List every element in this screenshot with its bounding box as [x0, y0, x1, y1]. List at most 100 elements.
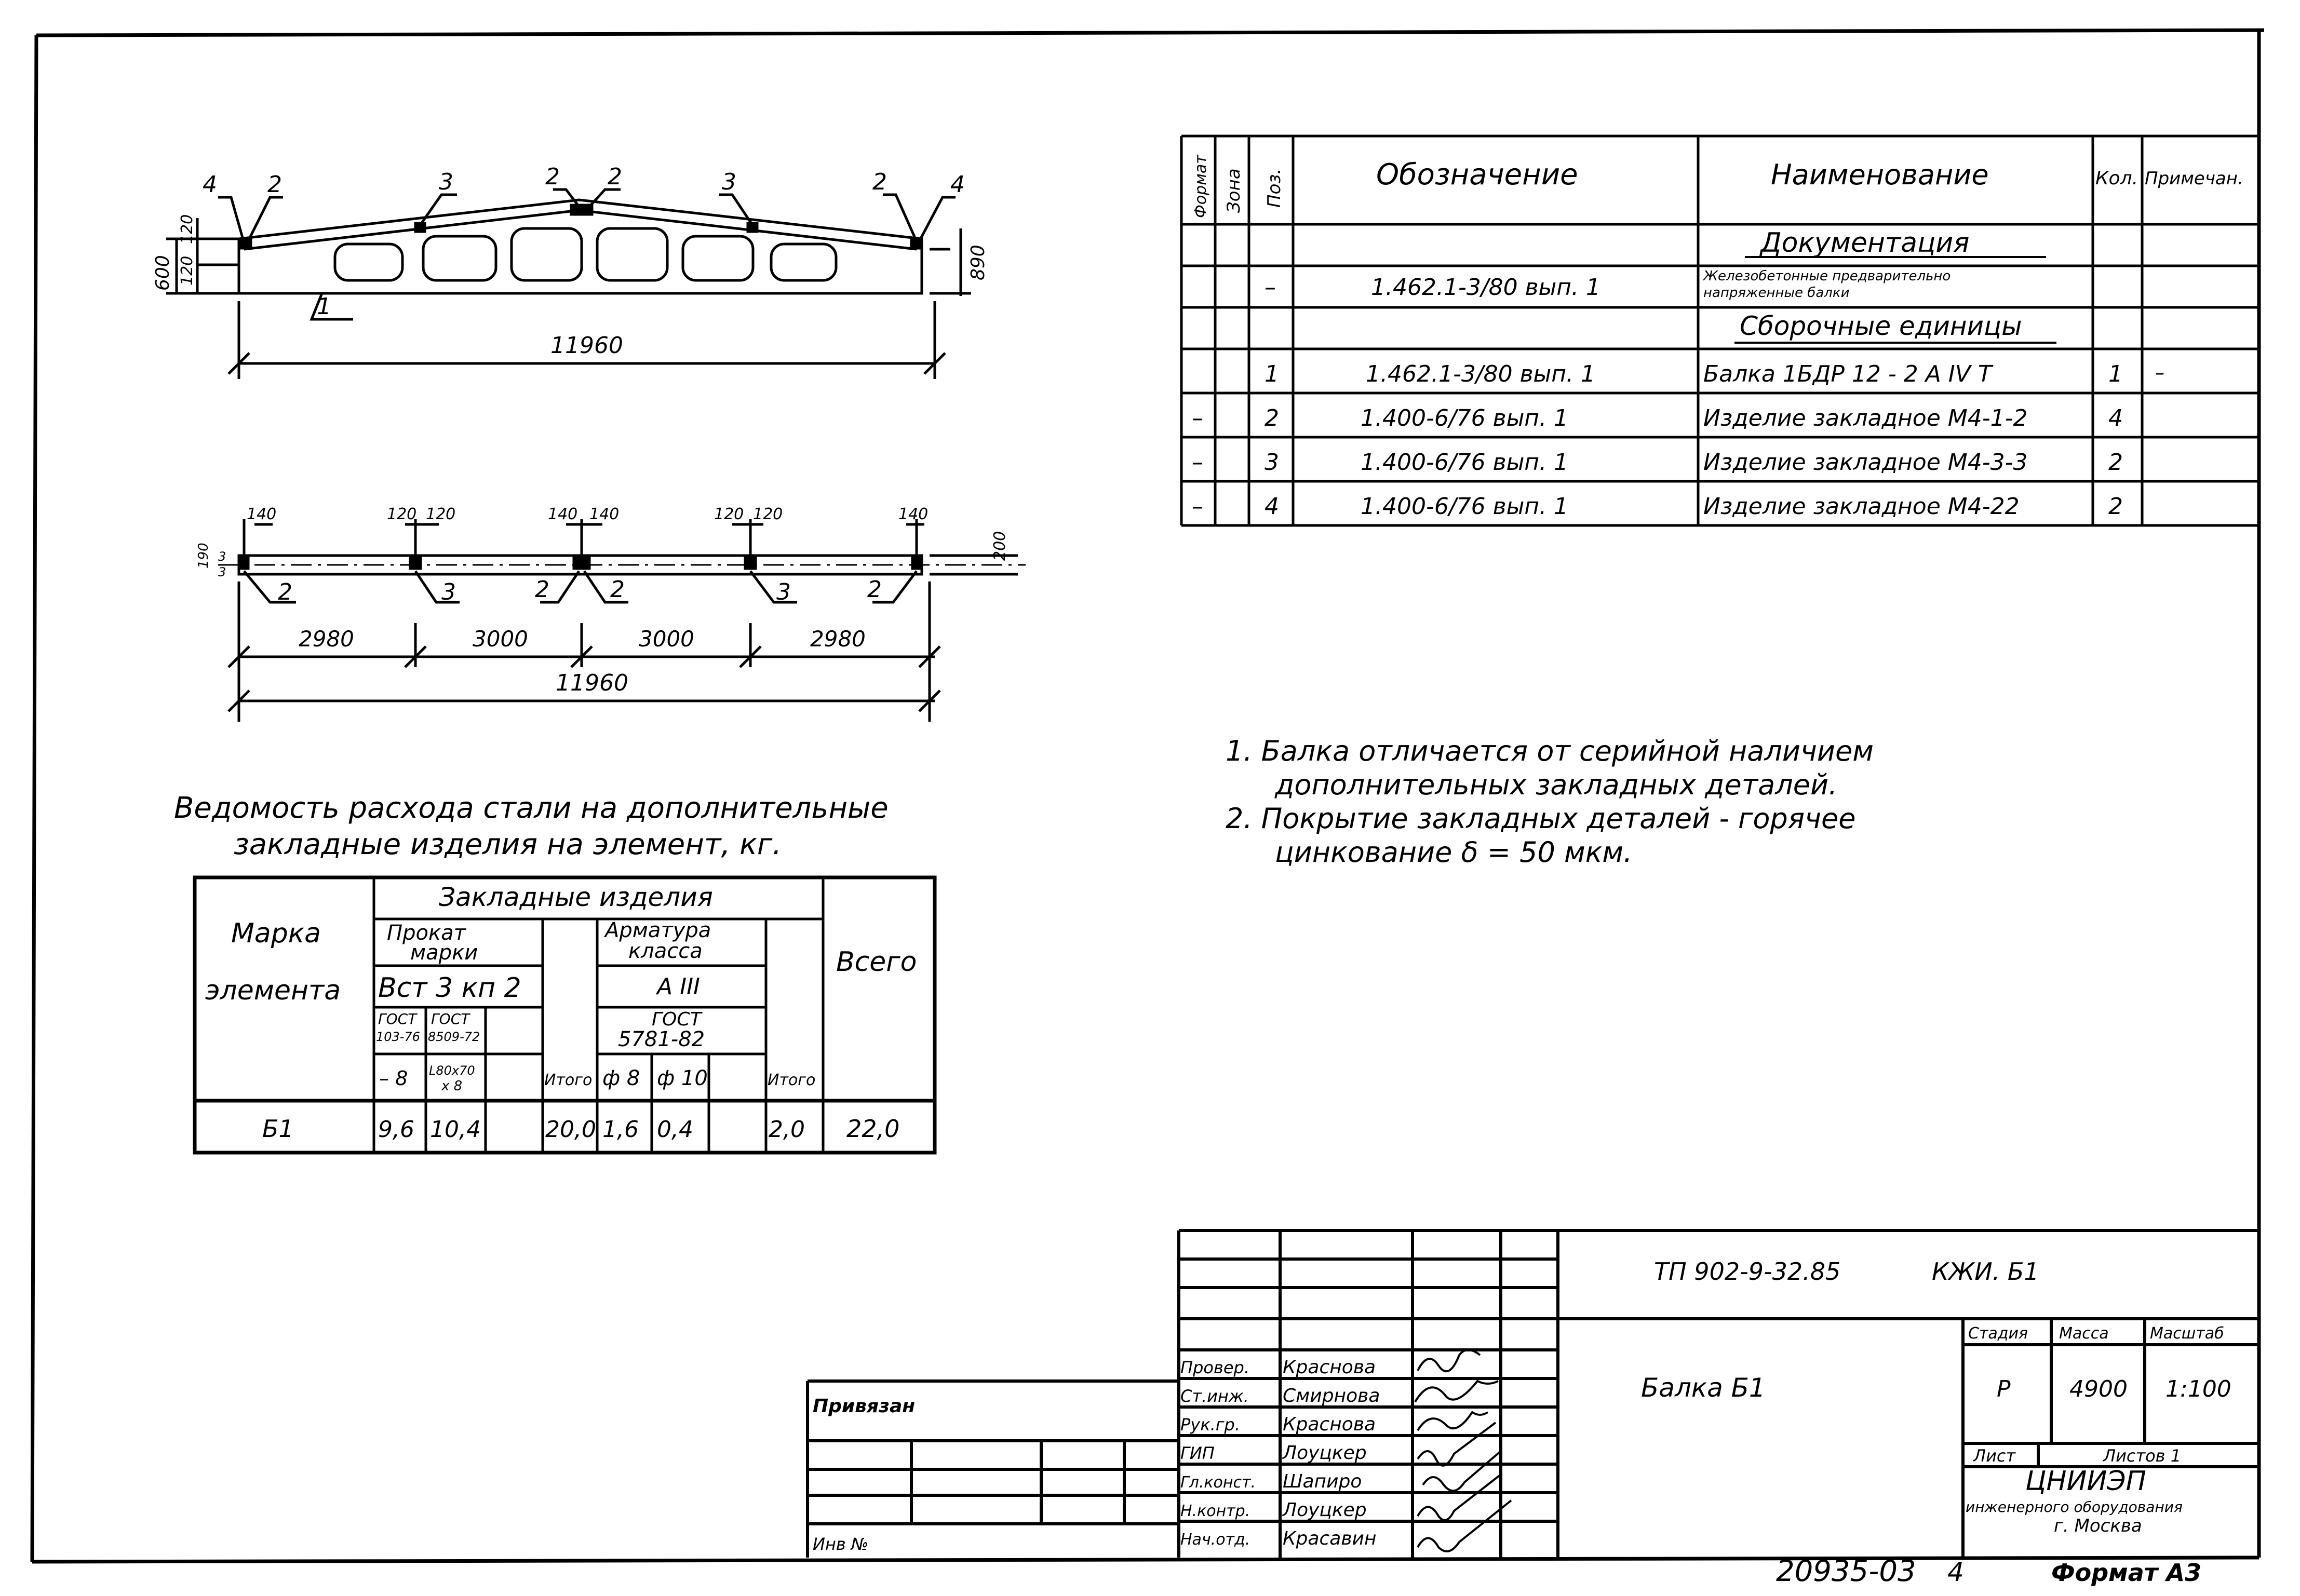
role-label: Н.контр.: [1180, 1502, 1250, 1520]
title-mass: 4900: [2069, 1376, 2128, 1402]
plan-dim: 140: [247, 505, 276, 523]
elevation-labels: 11960 600 120 120 890 4 2 3 2 2 3 2 4 1: [152, 164, 989, 359]
spec-row-designation: 1.462.1-3/80 вып. 1: [1366, 361, 1595, 387]
note-line: дополнительных закладных деталей.: [1274, 768, 1837, 801]
spec-section-doc: Документация: [1759, 227, 1969, 259]
beam-opening: [333, 242, 404, 282]
steel-row-sub1: 20,0: [545, 1116, 596, 1143]
steel-rolled-1: Прокат: [387, 921, 467, 945]
steel-size-b-1: L80х70: [429, 1063, 475, 1078]
plan-labels: 140 120 120 140 140 120 120 140 190 3 3 …: [196, 505, 1009, 696]
steel-subtotal-2: Итого: [768, 1071, 815, 1089]
plan-dim-left: 3: [218, 549, 226, 564]
title-scale: 1:100: [2166, 1376, 2231, 1402]
steel-row-sub2: 2,0: [769, 1116, 805, 1143]
elevation-dim-120-bottom: 120: [178, 256, 196, 286]
steel-title-1: Ведомость расхода стали на дополнительны…: [174, 791, 889, 825]
steel-gost-a-2: 103-76: [376, 1030, 420, 1044]
spec-row-designation: 1.400-6/76 вып. 1: [1361, 405, 1568, 431]
steel-table: [193, 875, 937, 1155]
plan-span: 2980: [299, 626, 354, 652]
spec-table-text: Формат Зона Поз. Обозначение Наименовани…: [1192, 154, 2243, 520]
steel-title-2: закладные изделия на элемент, кг.: [234, 828, 782, 861]
callout: 4: [203, 171, 217, 198]
spec-header-format: Формат: [1192, 154, 1210, 218]
role-name: Лоуцкер: [1282, 1442, 1367, 1464]
spec-header-zone: Зона: [1223, 168, 1244, 213]
plan-dim: 120: [753, 505, 783, 523]
spec-header-qty: Кол.: [2095, 168, 2138, 189]
role-name: Краснова: [1283, 1357, 1376, 1378]
spec-row-note: –: [2155, 362, 2164, 384]
notes: 1. Балка отличается от серийной наличием…: [1226, 735, 1874, 869]
steel-gost-c-2: 5781-82: [618, 1027, 705, 1051]
elevation-dim-120-top: 120: [178, 214, 196, 244]
beam-opening: [681, 235, 755, 282]
spec-table: [1180, 134, 2259, 527]
role-label: Провер.: [1180, 1358, 1249, 1377]
callout: 2: [267, 171, 282, 198]
callout: 2: [872, 169, 887, 195]
spec-header-note: Примечан.: [2145, 168, 2243, 189]
spec-row-pos: 3: [1265, 449, 1279, 476]
note-line: 1. Балка отличается от серийной наличием: [1226, 735, 1874, 767]
stamp-sheet: 4: [1947, 1557, 1964, 1587]
steel-row-vL: 10,4: [430, 1116, 481, 1143]
steel-rebar-2: класса: [628, 939, 703, 963]
steel-d10: ф 10: [657, 1066, 708, 1090]
callout: 2: [867, 576, 882, 603]
plan-dim: 140: [548, 505, 577, 523]
title-org-1: ЦНИИЭП: [2025, 1466, 2146, 1497]
plan-total: 11960: [556, 670, 628, 696]
plan-dim: 120: [426, 505, 455, 523]
callout: 2: [535, 576, 549, 603]
steel-rebar-class: А III: [655, 973, 700, 1000]
steel-col-mark-2: элемента: [205, 975, 341, 1006]
title-block: [806, 1229, 2259, 1558]
plan-span: 2980: [810, 626, 866, 652]
title-name: Балка Б1: [1641, 1373, 1766, 1403]
spec-row-name: Изделие закладное М4-1-2: [1703, 405, 2027, 431]
spec-row-qty: 4: [2108, 405, 2123, 431]
steel-rolled-grade: Вст 3 кп 2: [378, 972, 521, 1004]
plan-dim: 140: [589, 505, 619, 523]
steel-gost-a-1: ГОСТ: [378, 1010, 418, 1027]
steel-row-total: 22,0: [846, 1115, 899, 1143]
title-mass-label: Масса: [2059, 1324, 2109, 1343]
steel-gost-b-1: ГОСТ: [431, 1010, 470, 1027]
title-sheet-code: КЖИ. Б1: [1932, 1257, 2039, 1286]
note-line: 2. Покрытие закладных деталей - горячее: [1226, 802, 1856, 835]
callout: 3: [776, 579, 791, 605]
spec-doc-name-1: Железобетонные предварительно: [1702, 268, 1951, 284]
callout: 3: [722, 169, 736, 195]
callout: 2: [608, 164, 622, 190]
steel-gost-b-2: 8509-72: [428, 1030, 480, 1044]
callout: 3: [441, 579, 456, 605]
callout: 2: [610, 576, 625, 603]
spec-row-name: Изделие закладное М4-3-3: [1703, 449, 2027, 476]
callout: 1: [317, 293, 331, 320]
steel-d8: ф 8: [602, 1066, 640, 1090]
plan-span: 3000: [639, 626, 694, 652]
title-sheets-label: Листов 1: [2103, 1446, 2181, 1466]
spec-doc-designation: 1.462.1-3/80 вып. 1: [1371, 274, 1600, 301]
spec-header-name: Наименование: [1771, 158, 1989, 191]
plan-dim: 120: [714, 505, 744, 523]
title-scale-label: Масштаб: [2150, 1324, 2224, 1343]
elevation-height-right: 890: [967, 245, 989, 280]
spec-header-pos: Поз.: [1264, 169, 1285, 208]
title-org-2: инженерного оборудования: [1966, 1498, 2183, 1516]
signatures: [1414, 1349, 1512, 1552]
format-label: Формат А3: [2051, 1559, 2201, 1587]
beam-outline: [237, 198, 923, 295]
spec-row-pos: 2: [1265, 405, 1279, 431]
spec-doc-pos: –: [1265, 274, 1276, 301]
role-label: Ст.инж.: [1180, 1386, 1249, 1406]
steel-table-title: Ведомость расхода стали на дополнительны…: [174, 791, 889, 861]
role-name: Краснова: [1283, 1414, 1376, 1435]
callout: 2: [278, 579, 292, 605]
beam-opening: [422, 235, 497, 282]
stamp-number: 20935-03: [1776, 1554, 1916, 1588]
plan-dim: 140: [898, 505, 928, 523]
